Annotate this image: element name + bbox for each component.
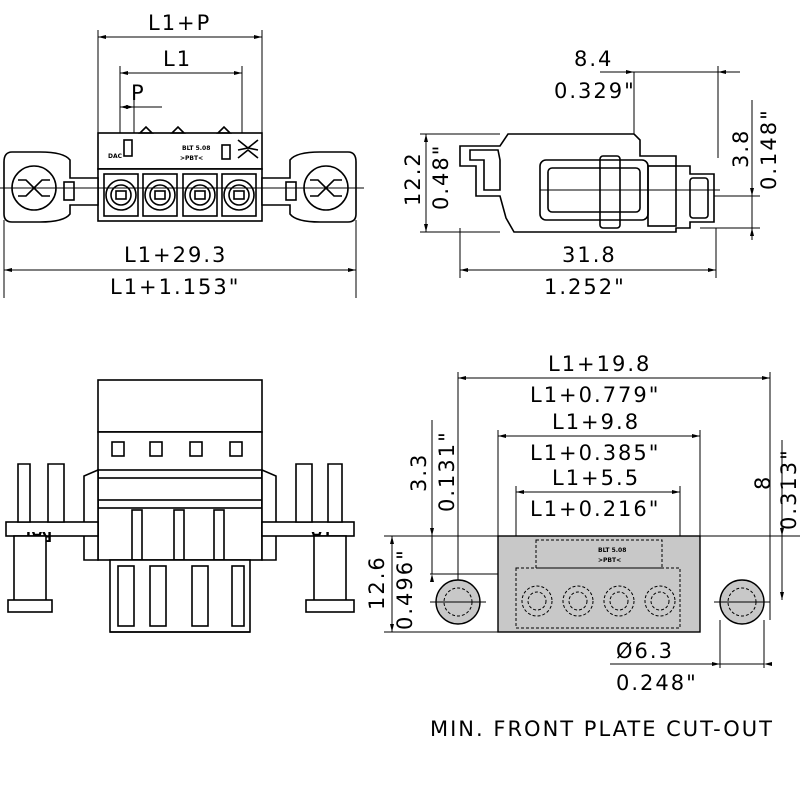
dim-side-height-in: 0.48"	[429, 144, 453, 210]
dim-cut-hole-in: 0.248"	[616, 671, 698, 695]
dim-side-offset-in: 0.148"	[757, 108, 781, 190]
dim-cut-height-in: 0.496"	[393, 548, 417, 630]
cut-label-pbt: >PBT<	[598, 557, 621, 564]
connector-header	[97, 132, 263, 170]
dim-cut-c-in: L1+0.216"	[530, 497, 660, 521]
connector-body	[97, 168, 263, 222]
screw-symbol-icon	[237, 139, 259, 159]
terminal-screws	[103, 173, 257, 217]
cutout-view: L1+19.8 L1+0.779" L1+9.8 L1+0.385" L1+5.…	[365, 352, 800, 741]
dim-cut-right-in: 0.313"	[777, 448, 800, 530]
dim-side-height-mm: 12.2	[401, 151, 425, 206]
dim-cut-c-mm: L1+5.5	[552, 466, 640, 490]
dim-cut-a-in: L1+0.779"	[530, 383, 660, 407]
dim-label-p: P	[131, 81, 146, 105]
dim-label-l1: L1	[163, 47, 192, 71]
dim-side-length-mm: 31.8	[562, 243, 617, 267]
cut-label-blt: BLT 5.08	[598, 547, 626, 554]
dim-cut-top-mm: 3.3	[407, 453, 431, 492]
bottom-top-block	[97, 379, 263, 433]
dim-label-total-in: L1+1.153"	[110, 275, 240, 299]
dim-side-offset-mm: 3.8	[729, 129, 753, 168]
label-blt: BLT 5.08	[182, 145, 210, 152]
right-flange	[261, 151, 357, 223]
dim-cut-top-in: 0.131"	[435, 430, 459, 512]
dim-cut-b-mm: L1+9.8	[552, 410, 640, 434]
bottom-right-flange	[261, 521, 355, 537]
dim-label-l1p: L1+P	[148, 11, 211, 35]
front-view: L1+P L1 P L1+29.3 L1+1.153" DAC BLT 5.08…	[0, 11, 364, 299]
dim-side-width-mm: 8.4	[574, 47, 613, 71]
label-pbt: >PBT<	[180, 155, 203, 162]
dim-cut-hole-mm: Ø6.3	[616, 639, 674, 663]
bottom-view: RAY PA	[5, 379, 355, 633]
side-profile	[459, 133, 715, 233]
cutout-rectangle	[497, 535, 701, 633]
side-view: 8.4 0.329" 12.2 0.48" 3.8 0.148" 31.8 1.…	[401, 47, 781, 299]
dim-cut-b-in: L1+0.385"	[530, 441, 660, 465]
label-dac: DAC	[108, 153, 123, 160]
dim-label-total-mm: L1+29.3	[124, 243, 227, 267]
dim-cut-a-mm: L1+19.8	[548, 352, 651, 376]
dim-cut-right-mm: 8	[751, 475, 775, 490]
dim-cut-height-mm: 12.6	[365, 555, 389, 610]
dim-side-width-in: 0.329"	[554, 79, 636, 103]
left-flange	[3, 151, 99, 223]
cutout-caption: MIN. FRONT PLATE CUT-OUT	[430, 717, 774, 741]
bottom-terminals	[109, 559, 251, 633]
dim-side-length-in: 1.252"	[544, 275, 626, 299]
